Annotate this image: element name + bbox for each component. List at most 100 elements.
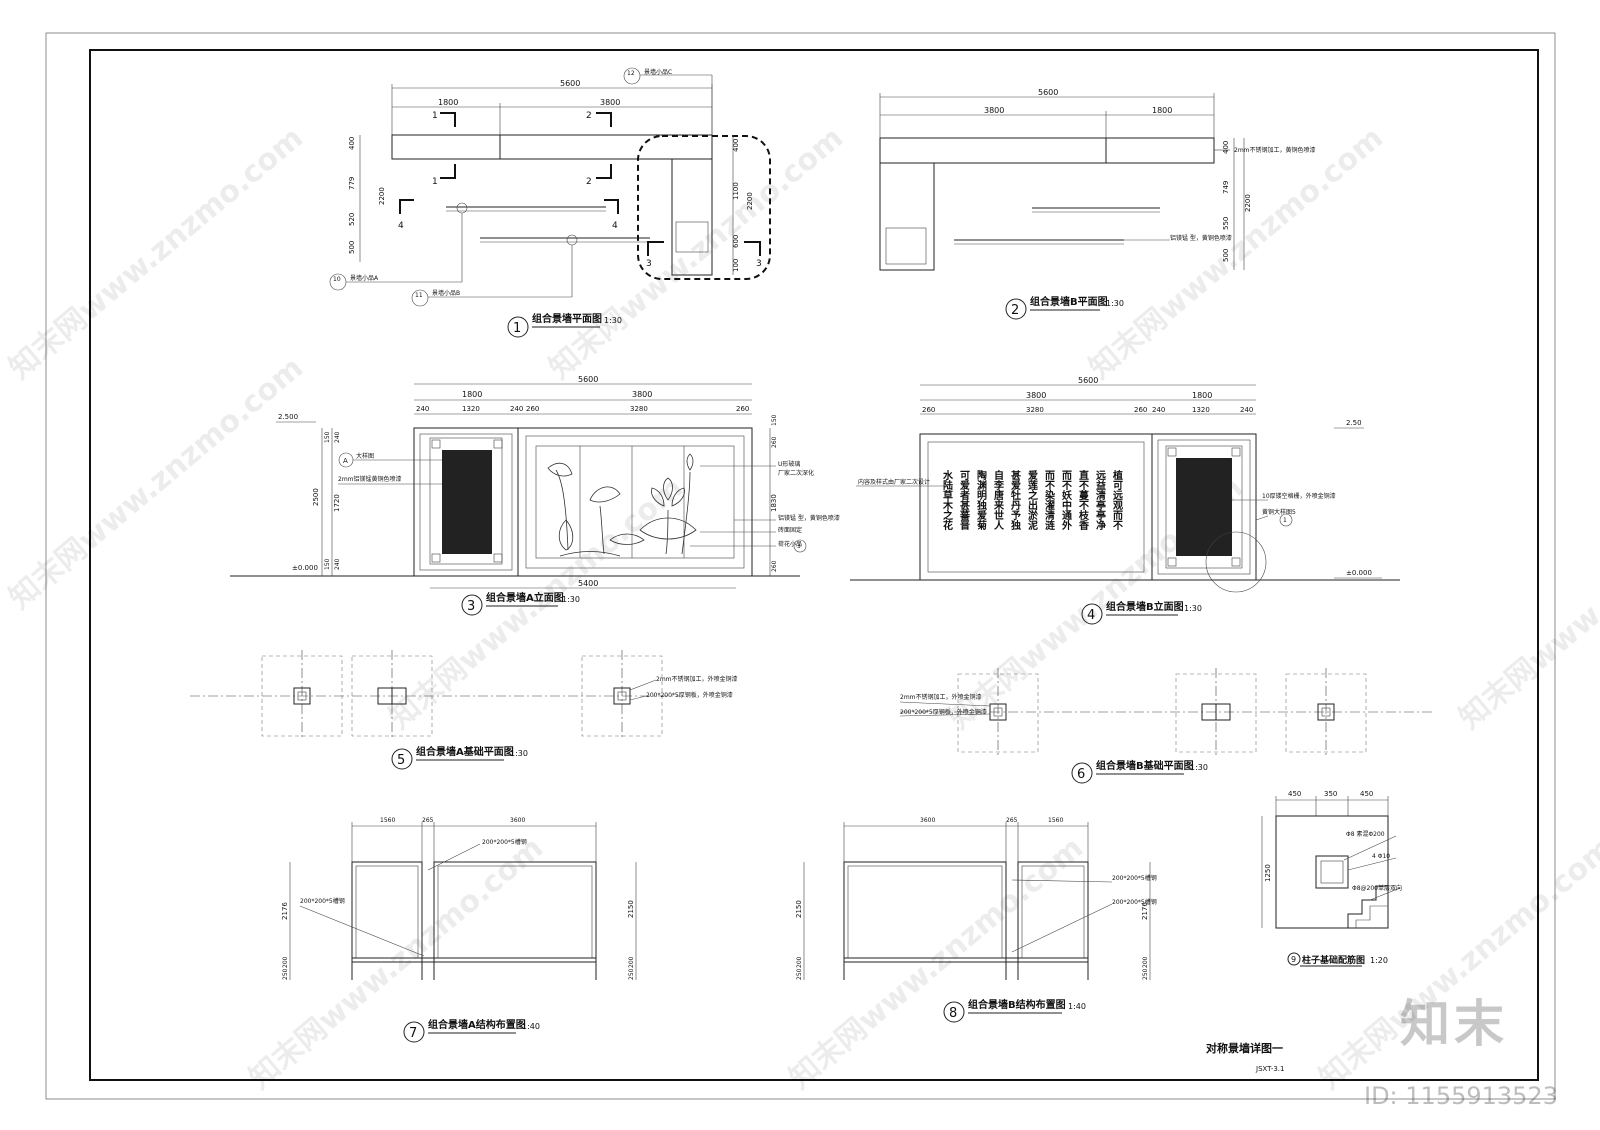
dim-label: 100 [732,259,740,272]
dim-label: 2200 [378,187,386,205]
dim-label: 240 [1240,406,1253,414]
dim-label: 260 [771,436,778,448]
drawing-title-5: 5 组合景墙A基础平面图 1:30 [391,745,528,770]
dim-label: 3800 [600,98,620,107]
drawing-title: 组合景墙A结构布置图 [428,1018,526,1031]
dim-label: 520 [348,213,356,226]
plan-a-drawing: 5600 1800 3800 400 779 520 500 2200 400 … [329,67,771,307]
drawing-title-2: 2 组合景墙B平面图 1:30 [1005,295,1124,320]
dim-label: 200 [282,956,289,968]
poem-column: 甚爱牡丹予独 [1009,469,1021,531]
drawing-title: 组合景墙B立面图 [1106,600,1184,613]
dim-label: 1100 [732,182,740,200]
dim-label: 200 [796,956,803,968]
dim-label: 400 [732,139,740,152]
section-mark: 3 [756,259,762,269]
note: 200*200*5槽钢 [1112,898,1157,906]
dim-label: 240 [416,405,429,413]
drawing-scale: 1:30 [604,316,622,325]
grille-panel [1176,458,1232,556]
poem-column: 自李唐来世人 [992,469,1005,530]
section-mark: 3 [646,259,652,269]
poem-column: 陶渊明独爱菊 [975,469,987,531]
dim-label: 2150 [627,900,635,918]
dim-label: 1830 [770,494,778,512]
callout-no: A [343,457,348,465]
dim-label: 400 [1222,141,1230,154]
dim-label: 240 [334,431,341,443]
note: 2mm铝镁锰黄铜色喷漆 [338,475,402,483]
detail-highlight [637,135,771,280]
sheet-code: JSXT-3.1 [1255,1065,1284,1073]
dim-label: 200 [628,956,635,968]
drawing-title-7: 7 组合景墙A结构布置图 1:40 [403,1018,540,1043]
dim-label: 350 [1324,790,1337,798]
dim-label: 5600 [1038,88,1058,97]
dim-label: 250 [628,968,635,980]
dim-label: 5600 [1078,376,1098,385]
dim-label: 500 [348,241,356,254]
watermark-text: 知末网www.znzmo.com [1083,120,1390,386]
dim-label: 250 [282,968,289,980]
dim-label: 400 [348,137,356,150]
poem-inscription: 水陆草木之花 可爱者甚蕃晋 陶渊明独爱菊 自李唐来世人 甚爱牡丹予独 爱莲之出淤… [941,469,1124,531]
inner-frame [89,49,1539,1081]
drawing-title-4: 4 组合景墙B立面图 1:30 [1081,600,1202,625]
dim-label: 240 [1152,406,1165,414]
dim-label: 2500 [312,488,320,506]
dim-label: 2176 [281,902,289,920]
note: 200*200*5槽钢 [300,897,345,905]
dim-label: 3800 [984,106,1004,115]
drawing-scale: 1:30 [562,595,580,604]
sheet-title: 对称景墙详图一 [1206,1041,1283,1055]
dim-label: 1800 [1152,106,1172,115]
drawing-title: 组合景墙B平面图 [1030,295,1108,308]
dim-label: 3800 [1026,391,1046,400]
drawing-title-3: 3 组合景墙A立面图 1:30 [461,591,580,616]
dim-label: 749 [1222,181,1230,194]
section-mark: 4 [612,221,618,231]
drawing-scale: 1:30 [1106,299,1124,308]
callout-text: 景墙小品C [644,68,672,76]
drawing-title-9: 9 柱子基础配筋图 1:20 [1287,952,1388,967]
dim-label: 1560 [1048,817,1063,824]
callout-no: 10 [333,276,341,283]
wall-a-top [391,134,713,160]
drawing-scale: 1:30 [510,749,528,758]
drawing-no: 7 [409,1026,417,1041]
dim-label: 265 [422,817,434,824]
dim-label: 779 [348,177,356,190]
level-ground: ±0.000 [1346,569,1372,577]
dim-label: 5400 [578,579,598,588]
dim-label: 1800 [438,98,458,107]
drawing-no: 3 [467,599,475,614]
note: 荷花小品 [778,540,802,548]
elevation-a-drawing: 5600 1800 3800 240 1320 240 260 3280 260 [230,375,840,589]
dim-label: 1800 [1192,391,1212,400]
dim-label: 150 [324,431,331,443]
drawing-no: 4 [1087,608,1095,623]
callout-no: 12 [627,70,635,77]
id-label: ID: 1155913523 [1364,1082,1558,1110]
dim-label: 265 [1006,817,1018,824]
dim-label: 3800 [632,390,652,399]
dim-label: 260 [526,405,539,413]
foundation-b-drawing: 2mm不锈钢加工，外喷金铜漆 200*200*5厚钢板，外喷金铜漆 [899,668,1434,758]
poem-column: 而不妖中通外 [1060,470,1073,531]
note: 4 Φ10 [1372,853,1390,860]
callout-no: 3 [797,543,801,550]
drawing-title: 组合景墙A立面图 [486,591,564,604]
watermark-text: 知末网www.znzmo.com [543,120,850,386]
level-top: 2.500 [278,413,298,421]
drawing-scale: 1:30 [1190,763,1208,772]
dim-label: 2200 [746,192,754,210]
note: 内容及样式由厂家二次设计 [858,478,930,486]
elevation-b-drawing: 5600 3800 1800 260 3280 260 240 1320 240… [850,376,1400,593]
section-mark: 2 [586,177,592,187]
dim-label: 260 [771,560,778,572]
watermark-text: 知末网www.znzmo.com [1453,470,1600,736]
note: 200*200*5厚钢板，外喷金铜漆 [900,708,987,716]
note: 黄铜大样图5 [1262,508,1296,516]
grille-panel [442,450,492,554]
note: 200*200*5厚钢板，外喷金铜漆 [646,691,733,699]
